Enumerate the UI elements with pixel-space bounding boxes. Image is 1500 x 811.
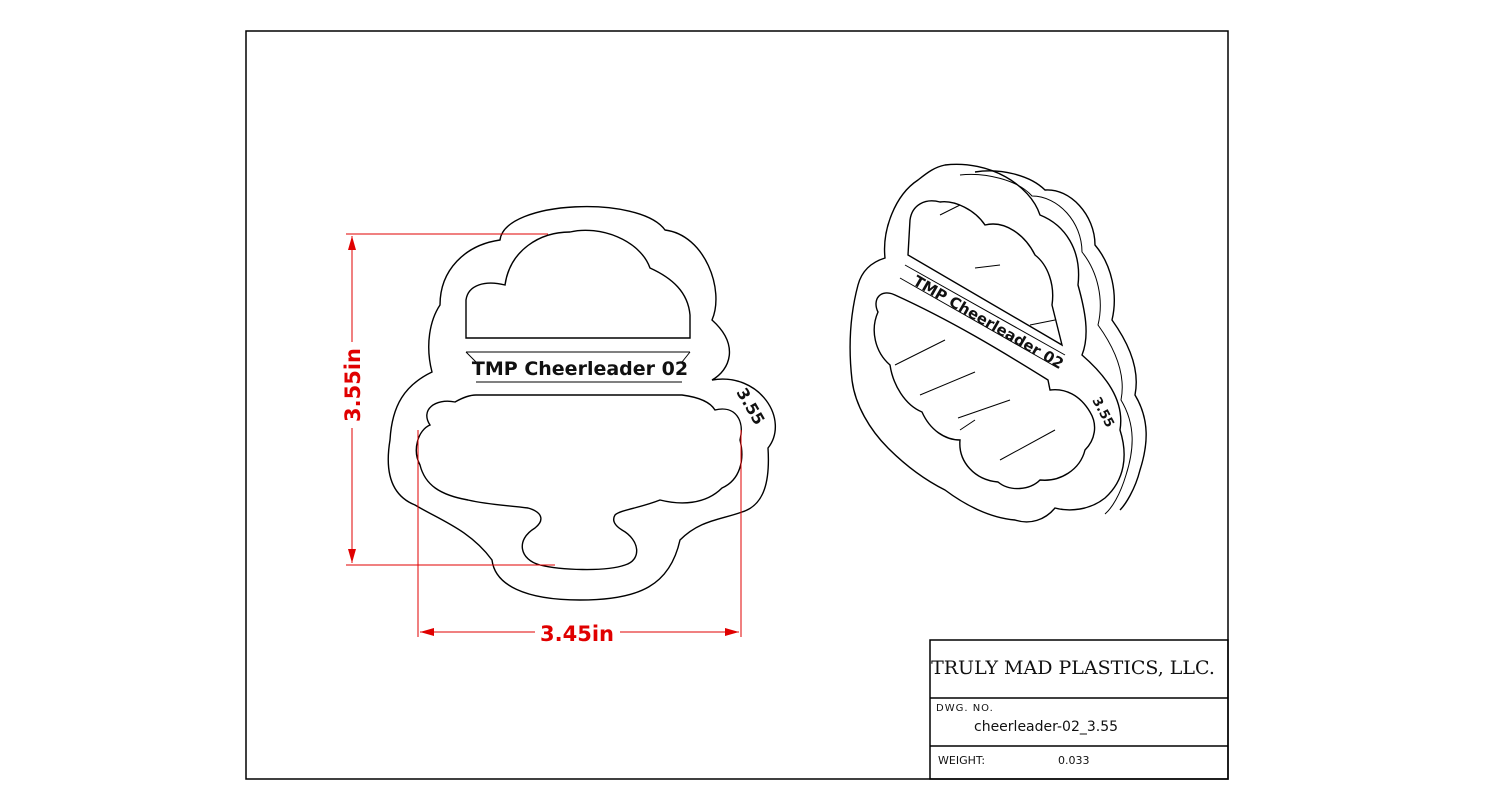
width-arrow-left bbox=[420, 628, 434, 636]
height-dimension-label: 3.55in bbox=[341, 348, 365, 422]
iso-label-strip-top bbox=[904, 264, 1066, 356]
sheet-frame bbox=[245, 30, 1229, 780]
upper-cavity bbox=[465, 229, 691, 339]
company-name: TRULY MAD PLASTICS, LLC. bbox=[931, 657, 1215, 679]
label-band-left bbox=[465, 351, 477, 363]
iso-front-outline bbox=[849, 163, 1125, 523]
iso-rib-6 bbox=[957, 399, 1011, 419]
dwg-no-value: cheerleader-02_3.55 bbox=[974, 719, 1118, 735]
width-dimension-label: 3.45in bbox=[540, 622, 614, 646]
iso-size-mark: 3.55 bbox=[1088, 395, 1116, 430]
cutter-outer-outline bbox=[387, 205, 776, 601]
iso-rib-1 bbox=[939, 204, 961, 216]
part-label: TMP Cheerleader 02 bbox=[472, 358, 688, 380]
iso-back-outline bbox=[974, 170, 1147, 511]
iso-rib-4 bbox=[894, 339, 946, 366]
weight-value: 0.033 bbox=[1058, 754, 1090, 767]
lower-cavity bbox=[415, 394, 743, 571]
dimensions: 3.55in 3.45in bbox=[341, 233, 742, 646]
iso-rib-5 bbox=[919, 371, 976, 396]
isometric-view: TMP Cheerleader 02 3.55 bbox=[849, 163, 1147, 523]
iso-lower-cavity bbox=[873, 292, 1096, 490]
title-block-frame bbox=[929, 639, 1229, 780]
iso-rib-2 bbox=[974, 264, 1001, 269]
width-arrow-right bbox=[725, 628, 739, 636]
iso-back-outline-inner bbox=[959, 173, 1133, 515]
label-band-right bbox=[681, 351, 691, 363]
weight-label: WEIGHT: bbox=[938, 754, 985, 767]
height-arrow-top bbox=[348, 236, 356, 250]
front-view: TMP Cheerleader 02 3.55 bbox=[387, 205, 776, 601]
height-arrow-bottom bbox=[348, 549, 356, 563]
iso-rib-8 bbox=[959, 419, 976, 431]
iso-upper-cavity bbox=[907, 200, 1064, 347]
dwg-no-label: DWG. NO. bbox=[936, 703, 994, 714]
iso-label-strip-bottom bbox=[899, 277, 1059, 369]
iso-rib-7 bbox=[999, 429, 1056, 461]
title-block: TRULY MAD PLASTICS, LLC. DWG. NO. cheerl… bbox=[929, 639, 1229, 780]
iso-rib-3 bbox=[1029, 319, 1056, 326]
size-mark: 3.55 bbox=[733, 385, 769, 429]
